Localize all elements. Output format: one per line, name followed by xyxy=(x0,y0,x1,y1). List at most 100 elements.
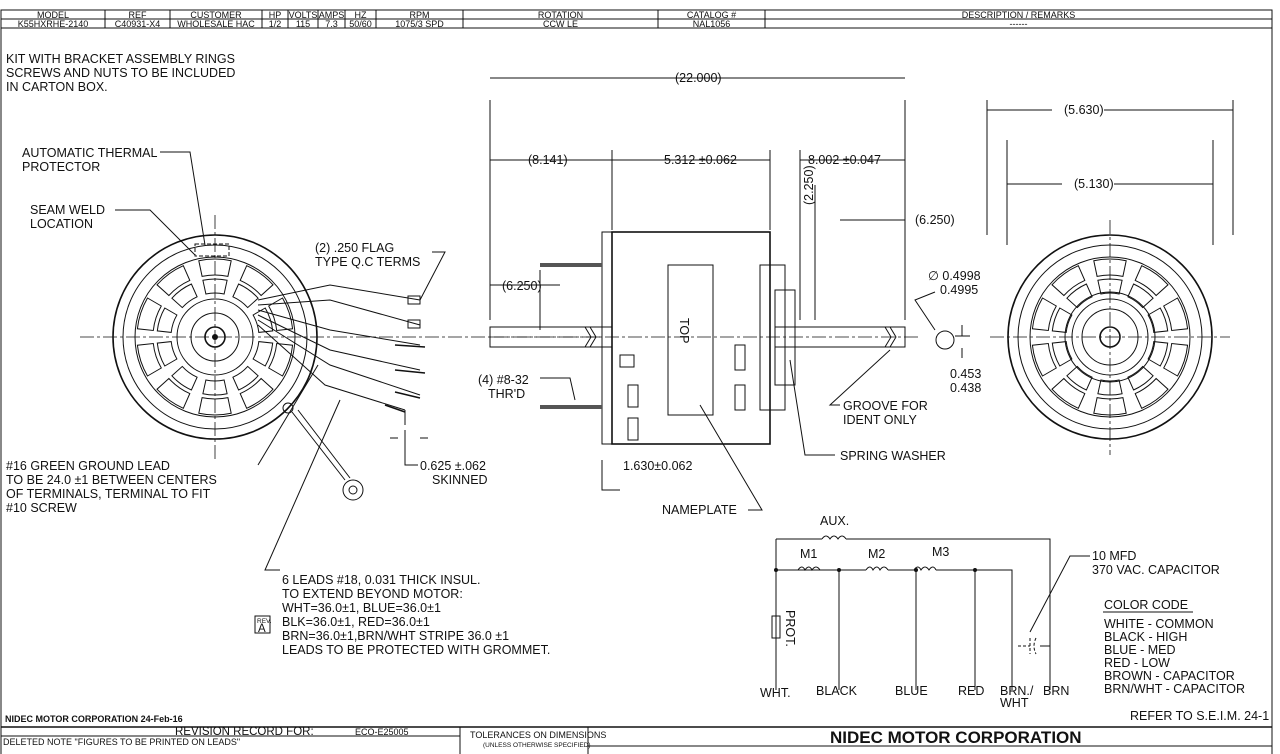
grille-slot xyxy=(1147,307,1169,333)
svg-text:(6.250): (6.250) xyxy=(502,279,542,293)
svg-text:SEAM WELD: SEAM WELD xyxy=(30,203,105,217)
svg-text:REV.: REV. xyxy=(257,618,272,625)
wiring-diagram: AUX. M1 M2 M3 PROT. WHT. BLACK BLUE RED … xyxy=(760,514,1269,723)
grille-slot xyxy=(252,307,274,333)
grille-slot xyxy=(252,341,274,367)
svg-text:BLACK - HIGH: BLACK - HIGH xyxy=(1104,630,1187,644)
value-cell: 7.3 xyxy=(325,19,338,29)
svg-text:M1: M1 xyxy=(800,547,817,561)
grille-slot xyxy=(1163,297,1189,332)
svg-text:SKINNED: SKINNED xyxy=(432,473,488,487)
grille-slot xyxy=(198,258,232,277)
header-cell: CATALOG # xyxy=(687,10,736,20)
value-cell: 50/60 xyxy=(349,19,372,29)
grille-slot xyxy=(171,283,198,309)
svg-text:(22.000): (22.000) xyxy=(675,71,722,85)
svg-text:NIDEC MOTOR CORPORATION: NIDEC MOTOR CORPORATION xyxy=(830,728,1082,747)
svg-text:(5.630): (5.630) xyxy=(1064,103,1104,117)
svg-text:TO EXTEND BEYOND MOTOR:: TO EXTEND BEYOND MOTOR: xyxy=(282,587,463,601)
svg-text:THR'D: THR'D xyxy=(488,387,525,401)
svg-text:WHITE - COMMON: WHITE - COMMON xyxy=(1104,617,1214,631)
grille-slot xyxy=(1031,297,1057,332)
grille-slot xyxy=(171,365,198,391)
header-cell: HZ xyxy=(355,10,367,20)
grille-slot xyxy=(1066,365,1093,391)
svg-text:BRN./: BRN./ xyxy=(1000,684,1034,698)
svg-text:(4) #8-32: (4) #8-32 xyxy=(478,373,529,387)
grille-slot xyxy=(1093,397,1127,416)
grille-slot xyxy=(1097,278,1123,295)
svg-text:A: A xyxy=(258,623,266,635)
right-end-view: (5.630) (5.130) xyxy=(986,100,1234,455)
svg-text:REFER TO S.E.I.M. 24-1: REFER TO S.E.I.M. 24-1 xyxy=(1130,709,1269,723)
grille-slot xyxy=(1051,307,1073,333)
grille-slot xyxy=(136,342,162,377)
grille-slot xyxy=(1031,342,1057,377)
grille-slot xyxy=(1134,265,1169,297)
grille-slot xyxy=(202,278,228,295)
svg-text:SPRING WASHER: SPRING WASHER xyxy=(840,449,946,463)
svg-text:(UNLESS OTHERWISE SPECIFIED): (UNLESS OTHERWISE SPECIFIED) xyxy=(483,742,591,749)
svg-text:(8.141): (8.141) xyxy=(528,153,568,167)
header-cell: HP xyxy=(269,10,282,20)
grille-slot xyxy=(268,342,294,377)
svg-text:BLUE - MED: BLUE - MED xyxy=(1104,643,1176,657)
svg-text:BROWN - CAPACITOR: BROWN - CAPACITOR xyxy=(1104,669,1235,683)
svg-text:RED - LOW: RED - LOW xyxy=(1104,656,1170,670)
grille-slot xyxy=(1066,283,1093,309)
spec-table: MODELK55HXRHE-2140REFC40931-X4CUSTOMERWH… xyxy=(0,10,1273,29)
grille-slot xyxy=(1127,365,1154,391)
value-cell: 1075/3 SPD xyxy=(395,19,444,29)
svg-text:8.002 ±0.047: 8.002 ±0.047 xyxy=(808,153,881,167)
grille-slot xyxy=(1097,379,1123,396)
grille-slot xyxy=(1093,258,1127,277)
value-cell: K55HXRHE-2140 xyxy=(18,19,89,29)
svg-text:0.438: 0.438 xyxy=(950,381,981,395)
svg-text:(2.250): (2.250) xyxy=(802,165,816,205)
grille-slot xyxy=(156,307,178,333)
svg-text:0.453: 0.453 xyxy=(950,367,981,381)
grille-slot xyxy=(1127,283,1154,309)
title-block: NIDEC MOTOR CORPORATION 24-Feb-16 REVISI… xyxy=(1,714,1272,754)
svg-text:REVISION RECORD FOR:: REVISION RECORD FOR: xyxy=(175,726,314,738)
value-cell: CCW LE xyxy=(543,19,578,29)
svg-text:LEADS TO BE PROTECTED WITH GRO: LEADS TO BE PROTECTED WITH GROMMET. xyxy=(282,643,550,657)
value-cell: 1/2 xyxy=(269,19,282,29)
svg-text:WHT=36.0±1, BLUE=36.0±1: WHT=36.0±1, BLUE=36.0±1 xyxy=(282,601,441,615)
svg-text:WHT.: WHT. xyxy=(760,686,791,700)
svg-text:PROT.: PROT. xyxy=(783,610,797,647)
svg-text:SCREWS AND NUTS TO BE INCLUDED: SCREWS AND NUTS TO BE INCLUDED xyxy=(6,66,235,80)
svg-text:AUX.: AUX. xyxy=(820,514,849,528)
svg-text:0.625 ±.062: 0.625 ±.062 xyxy=(420,459,486,473)
svg-text:DELETED NOTE "FIGURES TO BE PR: DELETED NOTE "FIGURES TO BE PRINTED ON L… xyxy=(3,737,240,747)
svg-text:TYPE Q.C TERMS: TYPE Q.C TERMS xyxy=(315,255,420,269)
svg-text:KIT WITH BRACKET ASSEMBLY RING: KIT WITH BRACKET ASSEMBLY RINGS xyxy=(6,52,235,66)
header-cell: AMPS xyxy=(319,10,345,20)
svg-text:(2) .250 FLAG: (2) .250 FLAG xyxy=(315,241,394,255)
left-view-labels: AUTOMATIC THERMAL PROTECTOR SEAM WELD LO… xyxy=(6,146,550,657)
svg-text:(6.250): (6.250) xyxy=(915,213,955,227)
revision-badge xyxy=(254,615,271,634)
grille-slot xyxy=(1134,377,1169,409)
svg-text:IN CARTON BOX.: IN CARTON BOX. xyxy=(6,80,108,94)
grille-slot xyxy=(232,283,259,309)
grille-slot xyxy=(136,297,162,332)
svg-text:#10 SCREW: #10 SCREW xyxy=(6,501,77,515)
svg-text:1.630±0.062: 1.630±0.062 xyxy=(623,459,692,473)
grille-slot xyxy=(268,297,294,332)
value-cell: C40931-X4 xyxy=(115,19,161,29)
grille-slot xyxy=(1163,342,1189,377)
svg-text:BLK=36.0±1, RED=36.0±1: BLK=36.0±1, RED=36.0±1 xyxy=(282,615,430,629)
svg-text:ECO-E25005: ECO-E25005 xyxy=(355,727,409,737)
side-view: TOP xyxy=(489,77,920,491)
value-cell: NAL1056 xyxy=(693,19,731,29)
value-cell: ------ xyxy=(1010,19,1028,29)
drawing-border xyxy=(0,9,1273,754)
grille-slot xyxy=(156,377,191,409)
svg-text:#16 GREEN GROUND LEAD: #16 GREEN GROUND LEAD xyxy=(6,459,170,473)
svg-text:NAMEPLATE: NAMEPLATE xyxy=(662,503,737,517)
svg-text:TOP: TOP xyxy=(677,318,691,343)
value-cell: 115 xyxy=(296,19,310,29)
svg-text:TOLERANCES ON DIMENSIONS: TOLERANCES ON DIMENSIONS xyxy=(470,730,606,740)
